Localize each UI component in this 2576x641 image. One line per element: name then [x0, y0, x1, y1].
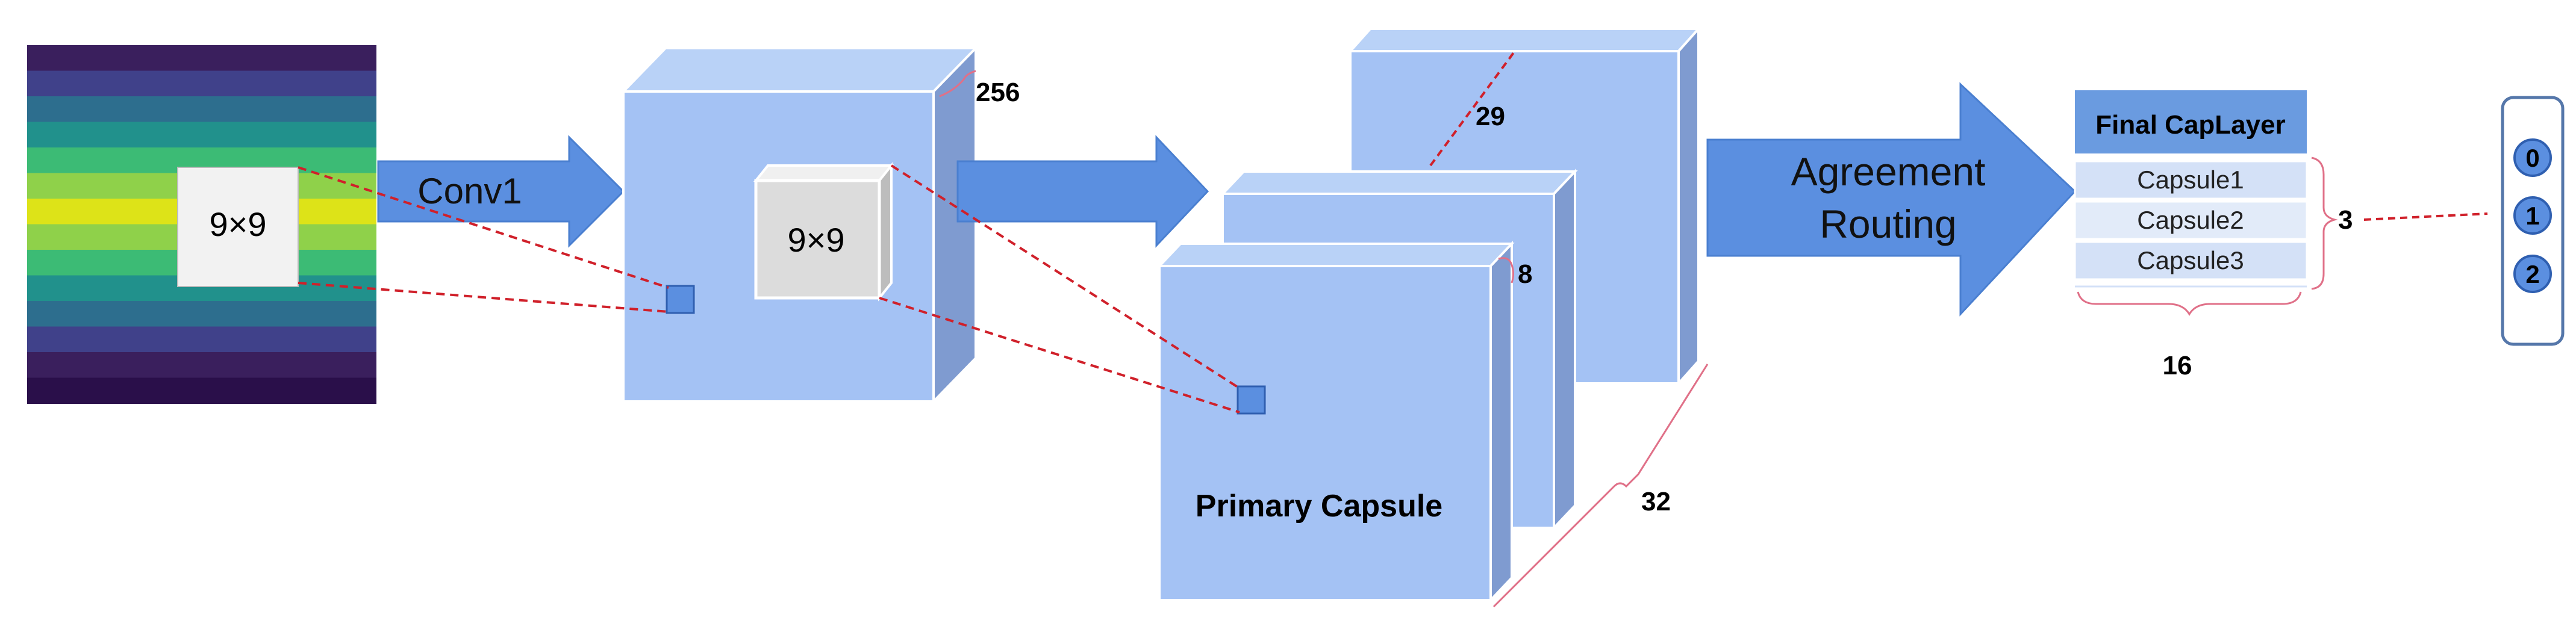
capsule-depth-label: 8	[1518, 259, 1532, 289]
input-stripe	[27, 326, 376, 353]
input-image: 9×9	[27, 45, 376, 404]
capsule-count-label: 32	[1641, 487, 1671, 516]
kernel-projection-line-top	[298, 166, 669, 289]
conv-output-unit	[666, 285, 695, 314]
projection-lines	[298, 164, 1241, 413]
capsule-dim-brace	[2077, 291, 2302, 316]
input-stripe	[27, 70, 376, 97]
primary-capsule-unit	[1237, 385, 1266, 415]
capsule-dim-label: 16	[2163, 351, 2192, 380]
input-stripe	[27, 377, 376, 404]
capsule-row-label: Capsule3	[2137, 246, 2244, 274]
output-node	[2513, 196, 2552, 235]
output-node	[2513, 138, 2552, 177]
agreement-routing-arrow: Agreement Routing	[1706, 82, 2077, 317]
conv-kernel-cube	[754, 179, 881, 300]
capsule-row	[2074, 160, 2308, 200]
capsule-size-label: 29	[1476, 102, 1505, 131]
conv-depth-label: 256	[976, 78, 1020, 107]
input-stripe	[27, 96, 376, 123]
output-connector-line	[2363, 212, 2488, 221]
input-stripe	[27, 122, 376, 148]
routing-label-line2: Routing	[1820, 202, 1957, 246]
primary-capsule-stack: Primary Capsule 29 8 32	[1156, 25, 1709, 608]
kernel-projection-line-bottom	[298, 282, 669, 313]
capsule-count-final-label: 3	[2338, 205, 2353, 235]
capsule-depth-brace	[1498, 257, 1514, 283]
primary-capsule-label: Primary Capsule	[1196, 489, 1442, 524]
conv-depth-brace	[939, 70, 976, 98]
output-panel: 0 1 2	[2363, 96, 2565, 346]
conv-projection-line-bottom	[879, 297, 1240, 413]
capsule-row	[2074, 241, 2308, 280]
capsule-row	[2074, 200, 2308, 240]
final-caplayer-title: Final CapLayer	[2095, 110, 2285, 140]
input-stripe	[27, 45, 376, 72]
routing-label-line1: Agreement	[1791, 149, 1986, 194]
final-caplayer: Final CapLayer Capsule1 Capsule2 Capsule…	[2074, 90, 2353, 380]
input-kernel-label: 9×9	[210, 205, 267, 243]
capsule-count-brace	[1492, 364, 1709, 608]
input-stripe	[27, 301, 376, 327]
primary-capsule-front	[1158, 265, 1492, 601]
capsule-row-label: Capsule1	[2137, 166, 2244, 194]
output-node-label: 1	[2525, 202, 2539, 230]
conv-to-capsule-arrow	[956, 135, 1209, 248]
input-stripe	[27, 352, 376, 379]
conv1-label: Conv1	[417, 171, 522, 211]
output-node	[2513, 255, 2552, 293]
conv1-arrow: Conv1	[377, 135, 625, 248]
capsule-count-brace-final	[2311, 156, 2338, 290]
output-node-label: 0	[2525, 144, 2539, 172]
input-kernel-patch	[177, 167, 299, 287]
conv-block: 9×9 256	[620, 45, 1020, 404]
conv-kernel-label: 9×9	[788, 221, 845, 259]
final-caplayer-header	[2075, 90, 2307, 153]
capsule-row-label: Capsule2	[2137, 206, 2244, 234]
output-node-label: 2	[2525, 260, 2539, 288]
